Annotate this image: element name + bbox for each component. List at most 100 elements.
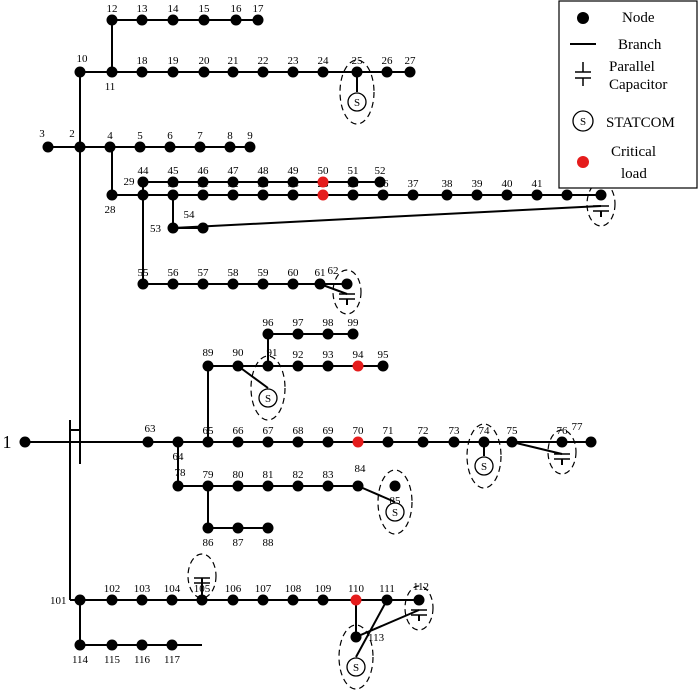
node-label: 51: [348, 165, 359, 177]
bus-node: [167, 189, 179, 201]
bus-node: [137, 176, 149, 188]
bus-node: [417, 436, 429, 448]
node-label: 110: [348, 583, 365, 595]
bus-node: [377, 360, 389, 372]
node-label: 11: [105, 81, 116, 93]
bus-node: [166, 639, 178, 651]
node-label: 67: [263, 425, 275, 437]
node-label: 99: [348, 317, 360, 329]
node-label: 84: [355, 463, 367, 475]
node-label: 72: [418, 425, 429, 437]
statcom-icon: [346, 657, 366, 677]
bus-node: [244, 141, 256, 153]
bus-node: [74, 66, 86, 78]
statcom-branch: [357, 485, 396, 503]
bus-node: [172, 480, 184, 492]
statcom-icon: [258, 388, 278, 408]
bus-node: [381, 66, 393, 78]
bus-node: [377, 189, 389, 201]
node-label: 115: [104, 654, 121, 666]
legend-statcom-label: STATCOM: [606, 115, 675, 131]
bus-node: [202, 522, 214, 534]
statcom-icon: [347, 92, 367, 112]
node-label: 102: [104, 583, 121, 595]
node-label: 17: [253, 3, 265, 15]
bus-node: [137, 278, 149, 290]
bus-node: [136, 14, 148, 26]
node-label: 90: [233, 347, 245, 359]
bus-node: [227, 176, 239, 188]
legend-capacitor-label: Parallel: [609, 59, 655, 75]
node-label: 79: [203, 469, 215, 481]
bus-node: [561, 189, 573, 201]
bus-node: [232, 522, 244, 534]
legend-statcom-symbol: S: [580, 116, 586, 128]
bus-node: [262, 328, 274, 340]
node-label: 101: [50, 595, 67, 607]
node-label: 28: [105, 204, 117, 216]
node-label: 91: [267, 347, 278, 359]
bus-node: [531, 189, 543, 201]
node-label: 54: [184, 209, 196, 221]
node-label: 2: [69, 128, 75, 140]
bus-node: [585, 436, 597, 448]
node-label: 66: [233, 425, 245, 437]
bus-node: [347, 189, 359, 201]
bus-node: [287, 176, 299, 188]
node-label: 107: [255, 583, 272, 595]
node-label: 21: [228, 55, 239, 67]
node-label: 20: [199, 55, 211, 67]
node-label: 76: [557, 425, 569, 437]
bus-node: [389, 480, 401, 492]
bus-node: [74, 594, 86, 606]
bus-node: [136, 66, 148, 78]
node-label: 5: [137, 130, 143, 142]
node-label: 97: [293, 317, 305, 329]
node-label: 73: [449, 425, 461, 437]
node-label: 85: [390, 495, 402, 507]
node-label: 22: [258, 55, 269, 67]
node-label: 94: [353, 349, 365, 361]
bus-node: [257, 66, 269, 78]
capacitor-branch: [319, 283, 348, 295]
node-label: 14: [168, 3, 180, 15]
node-label: 29: [124, 176, 136, 188]
node-label: 49: [288, 165, 300, 177]
node-label: 104: [164, 583, 181, 595]
node-label: 60: [288, 267, 300, 279]
bus-node: [317, 594, 329, 606]
node-label: 109: [315, 583, 332, 595]
bus-node: [374, 176, 386, 188]
capacitor-dashed-ring: [332, 269, 362, 315]
node-label: 38: [442, 178, 454, 190]
legend-node-label: Node: [622, 10, 655, 26]
node-label: 25: [352, 55, 364, 67]
bus-node: [106, 594, 118, 606]
capacitor-branch: [355, 609, 420, 638]
statcom-symbol: S: [392, 507, 398, 519]
bus-node: [202, 480, 214, 492]
node-label: 6: [167, 130, 173, 142]
bus-node: [262, 360, 274, 372]
node-label: 63: [145, 423, 157, 435]
capacitor-dashed-ring: [547, 429, 577, 475]
bus-node: [136, 594, 148, 606]
node-label: 62: [328, 265, 339, 277]
statcom-symbol: S: [265, 393, 271, 405]
node-label: 92: [293, 349, 304, 361]
bus-node: [197, 176, 209, 188]
bus-node: [341, 278, 353, 290]
node-label: 4: [107, 130, 113, 142]
node-label: 77: [572, 421, 584, 433]
node-label: 9: [247, 130, 253, 142]
statcom-dashed-ring: [377, 469, 413, 535]
node-label: 39: [472, 178, 484, 190]
bus-node: [230, 14, 242, 26]
node-label: 1: [3, 432, 12, 452]
node-label: 114: [72, 654, 89, 666]
node-label: 59: [258, 267, 270, 279]
bus-node: [595, 189, 607, 201]
bus-node: [501, 189, 513, 201]
statcom-branch: [355, 599, 388, 658]
